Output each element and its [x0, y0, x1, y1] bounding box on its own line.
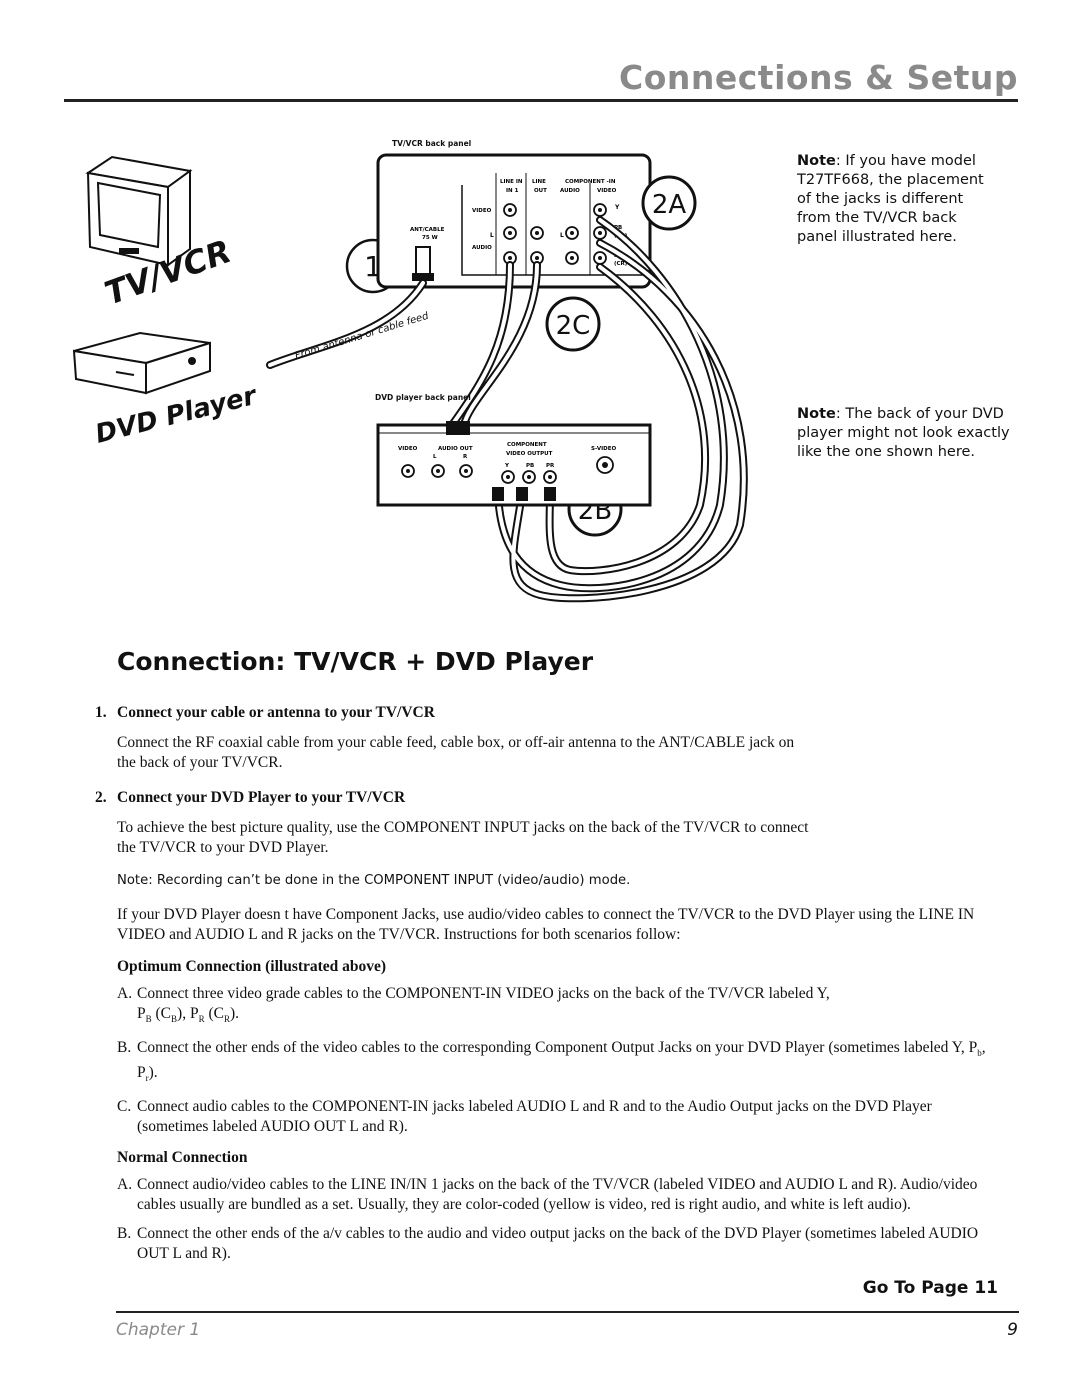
optimum-step-b: B.Connect the other ends of the video ca… — [117, 1039, 986, 1084]
note-text: : If you have model T27TF668, the placem… — [797, 153, 984, 245]
note-text: : The back of your DVD player might not … — [797, 406, 1010, 460]
svg-text:VIDEO: VIDEO — [597, 188, 617, 194]
component-cables — [448, 216, 748, 603]
svg-text:L: L — [560, 232, 564, 239]
svg-text:AUDIO OUT: AUDIO OUT — [438, 446, 473, 452]
step-2-heading: 2.Connect your DVD Player to your TV/VCR — [95, 789, 406, 806]
dvd-back-panel: VIDEO AUDIO OUT L R COMPONENT VIDEO OUTP… — [376, 421, 652, 507]
note-label: Note — [797, 406, 836, 422]
svg-text:L: L — [490, 232, 494, 239]
svg-text:Y: Y — [504, 463, 510, 469]
svg-text:S-VIDEO: S-VIDEO — [591, 446, 616, 452]
step-1-body: Connect the RF coaxial cable from your c… — [117, 734, 795, 771]
svg-text:2A: 2A — [652, 190, 687, 220]
svg-text:75 W: 75 W — [422, 235, 438, 241]
dvd-back-panel-label: DVD player back panel — [375, 393, 471, 402]
normal-step-b: B.Connect the other ends of the a/v cabl… — [117, 1225, 979, 1263]
svg-text:COMPONENT: COMPONENT — [507, 442, 547, 448]
svg-text:Y: Y — [614, 204, 620, 211]
normal-heading: Normal Connection — [117, 1149, 248, 1167]
no-component-paragraph: If your DVD Player doesn t have Componen… — [117, 906, 975, 943]
svg-text:LINE IN: LINE IN — [500, 179, 523, 185]
note-dvd-back: Note: The back of your DVD player might … — [797, 405, 1019, 462]
svg-text:OUT: OUT — [534, 188, 547, 194]
svg-text:VIDEO: VIDEO — [472, 208, 492, 214]
page-number: 9 — [1007, 1320, 1018, 1340]
go-to-page-link[interactable]: Go To Page 11 — [862, 1278, 998, 1298]
tvvcr-illustration — [85, 155, 193, 267]
note-label: Note — [797, 153, 836, 169]
optimum-step-c: C.Connect audio cables to the COMPONENT-… — [117, 1098, 932, 1136]
svg-text:2C: 2C — [556, 311, 591, 341]
svg-text:AUDIO: AUDIO — [560, 188, 580, 194]
svg-text:L: L — [433, 454, 437, 460]
svg-text:PR: PR — [546, 463, 555, 469]
note-model-variant: Note: If you have model T27TF668, the pl… — [797, 152, 997, 247]
svg-text:IN 1: IN 1 — [506, 188, 519, 194]
footer-rule — [116, 1311, 1019, 1313]
tvvcr-back-panel: LINE IN IN 1 LINE OUT COMPONENT -IN AUDI… — [376, 153, 652, 289]
svg-text:PB: PB — [614, 225, 622, 231]
svg-text:VIDEO: VIDEO — [398, 446, 418, 452]
svg-text:VIDEO OUTPUT: VIDEO OUTPUT — [506, 451, 553, 457]
section-title: Connection: TV/VCR + DVD Player — [117, 647, 594, 676]
svg-text:PB: PB — [526, 463, 534, 469]
optimum-step-a: A.Connect three video grade cables to th… — [117, 985, 830, 1025]
feed-label: From antenna or cable feed — [294, 310, 431, 361]
header-rule — [64, 99, 1018, 102]
svg-text:COMPONENT -IN: COMPONENT -IN — [565, 179, 616, 185]
svg-text:AUDIO: AUDIO — [472, 245, 492, 251]
tvvcr-back-panel-label: TV/VCR back panel — [392, 139, 471, 148]
step-2c-badge: 2C — [545, 296, 601, 352]
svg-text:ANT/CABLE: ANT/CABLE — [410, 227, 445, 233]
recording-note: Note: Recording can’t be done in the COM… — [117, 873, 631, 888]
step-1-heading: 1.Connect your cable or antenna to your … — [95, 704, 435, 721]
svg-text:(CR): (CR) — [614, 261, 628, 267]
instructions-body: 1.Connect your cable or antenna to your … — [95, 703, 997, 1264]
page-header-title: Connections & Setup — [618, 58, 1018, 97]
svg-text:R: R — [463, 454, 468, 460]
connection-diagram: TV/VCR DVD Player 1 TV/VCR back panel LI… — [72, 139, 748, 603]
step-2-body: To achieve the best picture quality, use… — [117, 819, 809, 856]
step-2a-badge: 2A — [641, 175, 697, 231]
dvd-illustration — [72, 331, 211, 395]
dvd-label: DVD Player — [92, 380, 261, 449]
optimum-heading: Optimum Connection (illustrated above) — [117, 958, 387, 975]
svg-text:LINE: LINE — [532, 179, 546, 185]
chapter-label: Chapter 1 — [116, 1320, 201, 1340]
normal-step-a: A.Connect audio/video cables to the LINE… — [117, 1176, 978, 1214]
